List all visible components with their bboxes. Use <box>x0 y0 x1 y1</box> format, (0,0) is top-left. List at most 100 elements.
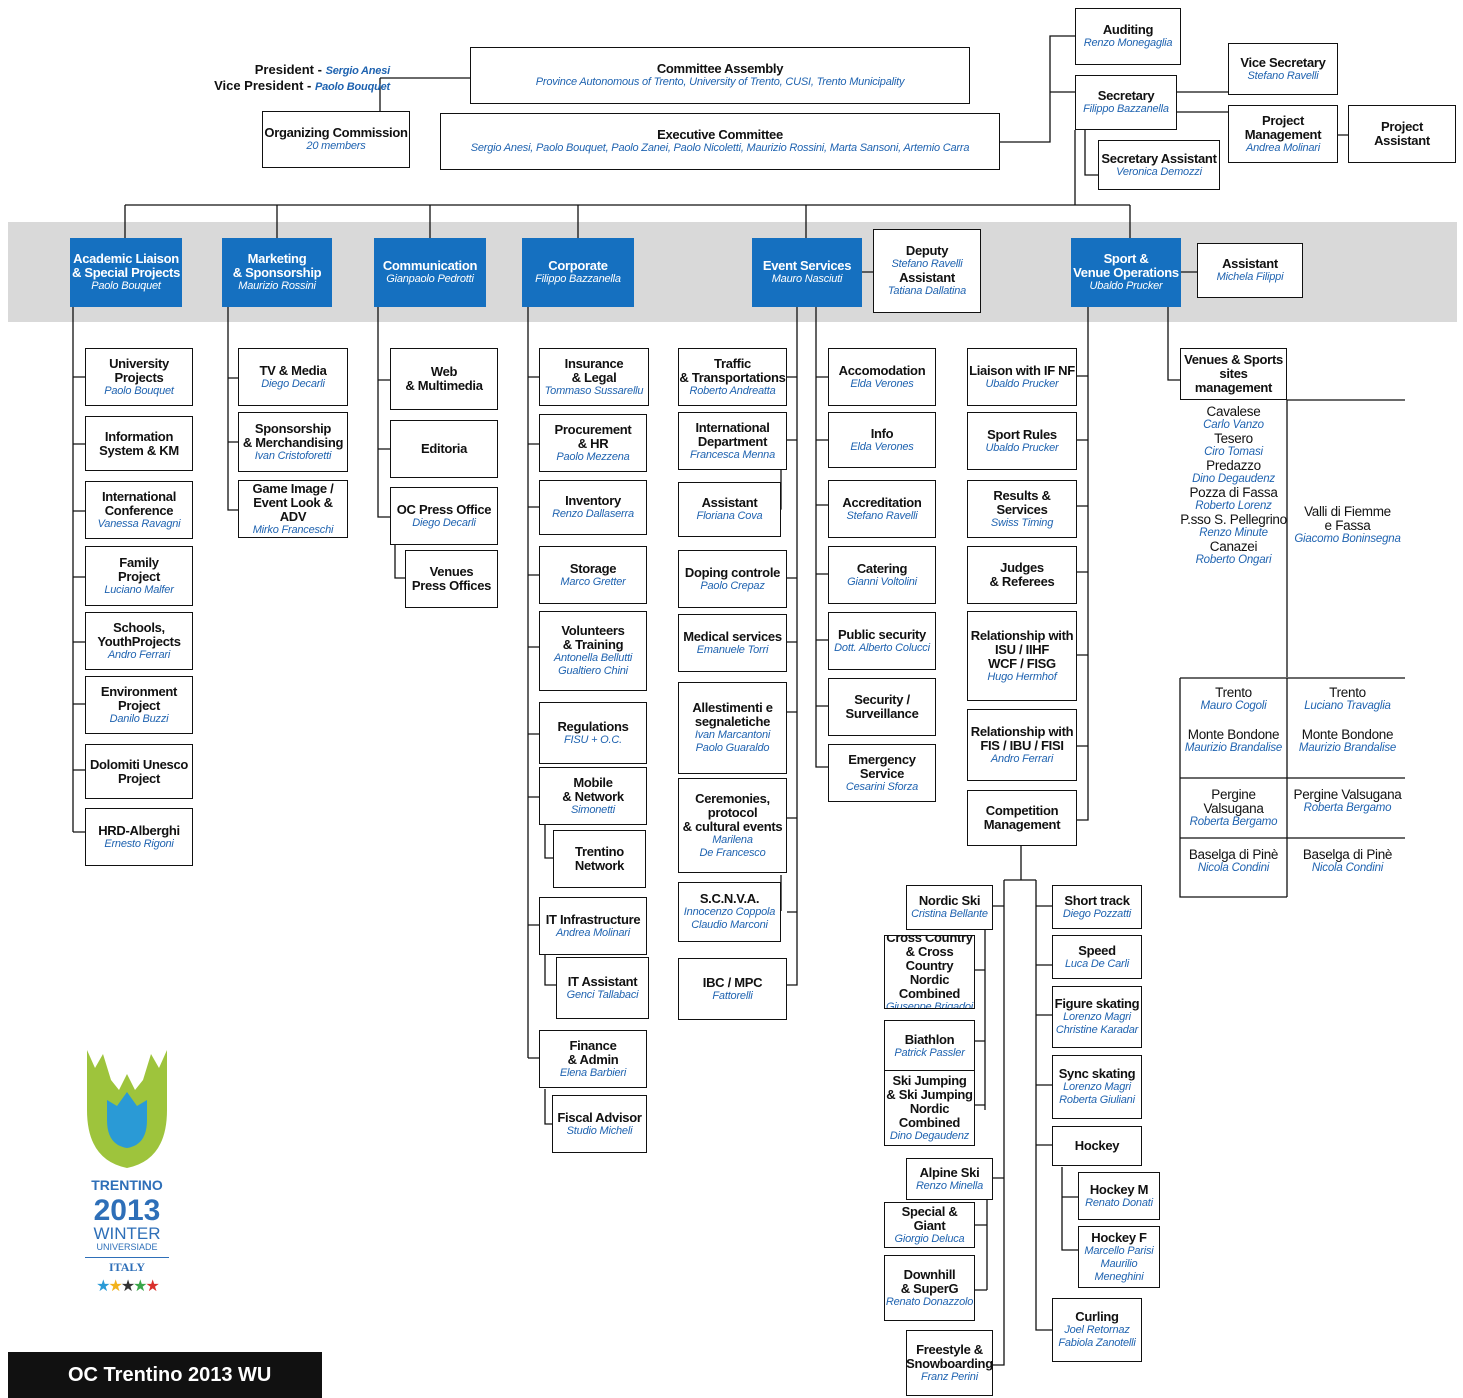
sport-assistant-title: Assistant <box>1222 256 1278 271</box>
secretary-assistant-title: Secretary Assistant <box>1101 150 1217 166</box>
project-management-title: Project Management <box>1244 112 1322 142</box>
unit-title: Hockey <box>1074 1138 1120 1153</box>
secretary-title: Secretary <box>1097 88 1155 103</box>
vice-secretary-title: Vice Secretary <box>1240 54 1326 70</box>
unit-person-name: Stefano Ravelli <box>846 509 918 522</box>
unit-person-name: Mirko Franceschi <box>252 523 334 536</box>
logo-year: 2013 <box>93 1194 161 1227</box>
logo-universiade: UNIVERSIADE <box>85 1242 169 1258</box>
unit-title: HRD-Alberghi <box>98 822 180 838</box>
unit-person-name: FISU + O.C. <box>563 733 622 746</box>
unit-person-name: Marilena De Francesco <box>699 833 766 859</box>
unit-title: Catering <box>856 560 908 576</box>
unit-person-name: Franz Perini <box>921 1370 978 1383</box>
unit-title: Cross Country & Cross Country Nordic Com… <box>886 935 973 1001</box>
committee-assembly-title: Committee Assembly <box>656 61 784 76</box>
unit-person-name: Ubaldo Prucker <box>985 377 1059 390</box>
logo-winter: WINTER <box>93 1224 161 1243</box>
unit-title: TV & Media <box>259 362 327 378</box>
logo-line1: TRENTINO <box>91 1177 163 1193</box>
secretary-assistant-box: Secretary Assistant Veronica Demozzi <box>1098 140 1220 190</box>
unit-title: Sync skating <box>1058 1066 1136 1081</box>
dept-communication-name: Gianpaolo Pedrotti <box>386 273 474 285</box>
unit-title: Regulations <box>557 718 629 734</box>
unit-person-name: Francesca Menna <box>689 448 776 461</box>
unit-title: Accomodation <box>838 362 926 378</box>
unit-person-name: Ubaldo Prucker <box>985 441 1059 454</box>
unit-title: Assistant <box>701 495 758 510</box>
venues-header: Venues & Sports sites management <box>1184 352 1283 395</box>
committee-assembly-members: Province Autonomous of Trento, Universit… <box>535 76 905 88</box>
corporate-units-box: Trentino Network <box>553 830 646 888</box>
unit-title: IT Assistant <box>567 973 638 989</box>
snow-sports-box: Ski Jumping & Ski Jumping Nordic Combine… <box>884 1070 975 1146</box>
event-deputy-box: Deputy Stefano Ravelli Assistant Tatiana… <box>873 229 981 313</box>
communication-units-box: Venues Press Offices <box>405 550 498 608</box>
dept-event-services-title: Event Services <box>762 258 852 273</box>
logo-italy: ITALY <box>108 1260 146 1274</box>
dept-communication-title: Communication <box>382 258 478 273</box>
unit-title: Fiscal Advisor <box>557 1109 642 1125</box>
unit-person-name: Dino Degaudenz <box>889 1129 970 1142</box>
unit-title: Allestimenti e segnaletiche <box>692 700 773 729</box>
academic-units-box: Dolomiti Unesco Project <box>85 744 193 799</box>
unit-person-name: Cesarini Sforza <box>845 780 919 793</box>
unit-person-name: Andrea Molinari <box>555 926 631 939</box>
unit-title: Procurement & HR <box>554 421 632 451</box>
unit-person-name: Giuseppe Brigadoi <box>885 1000 974 1009</box>
unit-title: Biathlon <box>904 1031 955 1047</box>
vice-secretary-box: Vice Secretary Stefano Ravelli <box>1228 43 1338 95</box>
unit-title: OC Press Office <box>396 501 492 517</box>
ice-sports-box: Hockey <box>1052 1126 1142 1166</box>
unit-title: Emergency Service <box>848 751 916 781</box>
unit-title: Schools, YouthProjects <box>97 619 181 649</box>
president-label: President - <box>254 62 326 77</box>
unit-person-name: Vanessa Ravagni <box>97 517 181 530</box>
unit-title: Freestyle & Snowboarding <box>906 1341 993 1371</box>
unit-person-name: Swiss Timing <box>990 516 1054 529</box>
executive-committee-title: Executive Committee <box>657 127 783 142</box>
vice-president-label: Vice President - <box>214 78 315 93</box>
unit-title: Speed <box>1078 942 1116 958</box>
unit-person-name: Joel Retornaz Fabiola Zanotelli <box>1058 1324 1136 1349</box>
unit-person-name: Hugo Hermhof <box>987 670 1057 683</box>
unit-title: Traffic & Transportations <box>679 355 786 385</box>
secretary-name: Filippo Bazzanella <box>1083 103 1169 115</box>
unit-title: Volunteers & Training <box>561 623 625 652</box>
event-deputy-name: Stefano Ravelli <box>891 258 963 270</box>
unit-person-name: Diego Pozzatti <box>1062 907 1132 920</box>
unit-title: Ski Jumping & Ski Jumping Nordic Combine… <box>886 1072 973 1130</box>
unit-title: Figure skating <box>1054 996 1140 1011</box>
unit-title: Accreditation <box>842 494 922 510</box>
unit-person-name: Studio Micheli <box>566 1124 633 1137</box>
unit-person-name: Renzo Minella <box>915 1179 984 1192</box>
project-management-box: Project Management Andrea Molinari <box>1228 105 1338 163</box>
unit-person-name: Elda Verones <box>850 440 914 453</box>
unit-title: Public security <box>838 626 926 642</box>
unit-title: International Department <box>695 419 770 449</box>
